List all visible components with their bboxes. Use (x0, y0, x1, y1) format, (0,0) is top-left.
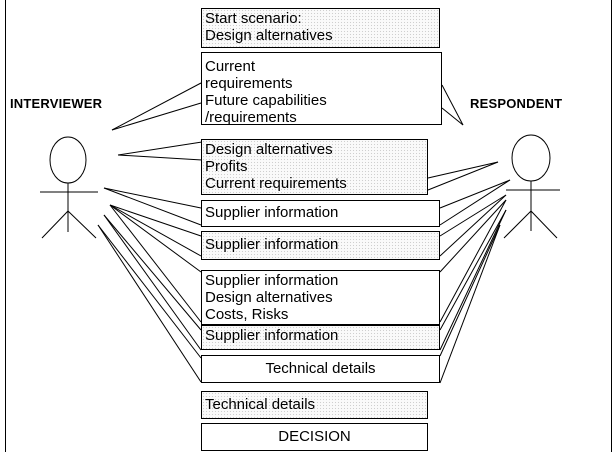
message-current-future-requirements: Current requirements Future capabilities… (201, 52, 442, 126)
message-supplier-information-3: Supplier information (201, 325, 440, 350)
diagram-frame (5, 0, 612, 452)
respondent-figure (503, 134, 560, 239)
wedge-design-profits (117, 141, 203, 161)
callout-respondent (441, 84, 464, 126)
message-supplier-information-1: Supplier information (201, 200, 440, 227)
interviewer-figure (40, 136, 98, 239)
wedge-respondent-design (427, 161, 499, 191)
message-design-profits: Design alternatives Profits Current requ… (201, 139, 428, 195)
callout-interviewer (111, 82, 202, 131)
interviewer-fan-lines (97, 187, 202, 383)
message-supplier-information-2: Supplier information (201, 231, 440, 260)
message-technical-details-1: Technical details (201, 355, 440, 383)
message-technical-details-2: Technical details (201, 391, 428, 419)
respondent-fan-lines (439, 179, 511, 384)
respondent-label: RESPONDENT (470, 96, 563, 111)
message-supplier-design-costs: Supplier information Design alternatives… (201, 270, 440, 325)
interviewer-label: INTERVIEWER (10, 96, 103, 111)
message-decision: DECISION (201, 423, 428, 451)
message-start-scenario: Start scenario: Design alternatives (201, 8, 440, 48)
